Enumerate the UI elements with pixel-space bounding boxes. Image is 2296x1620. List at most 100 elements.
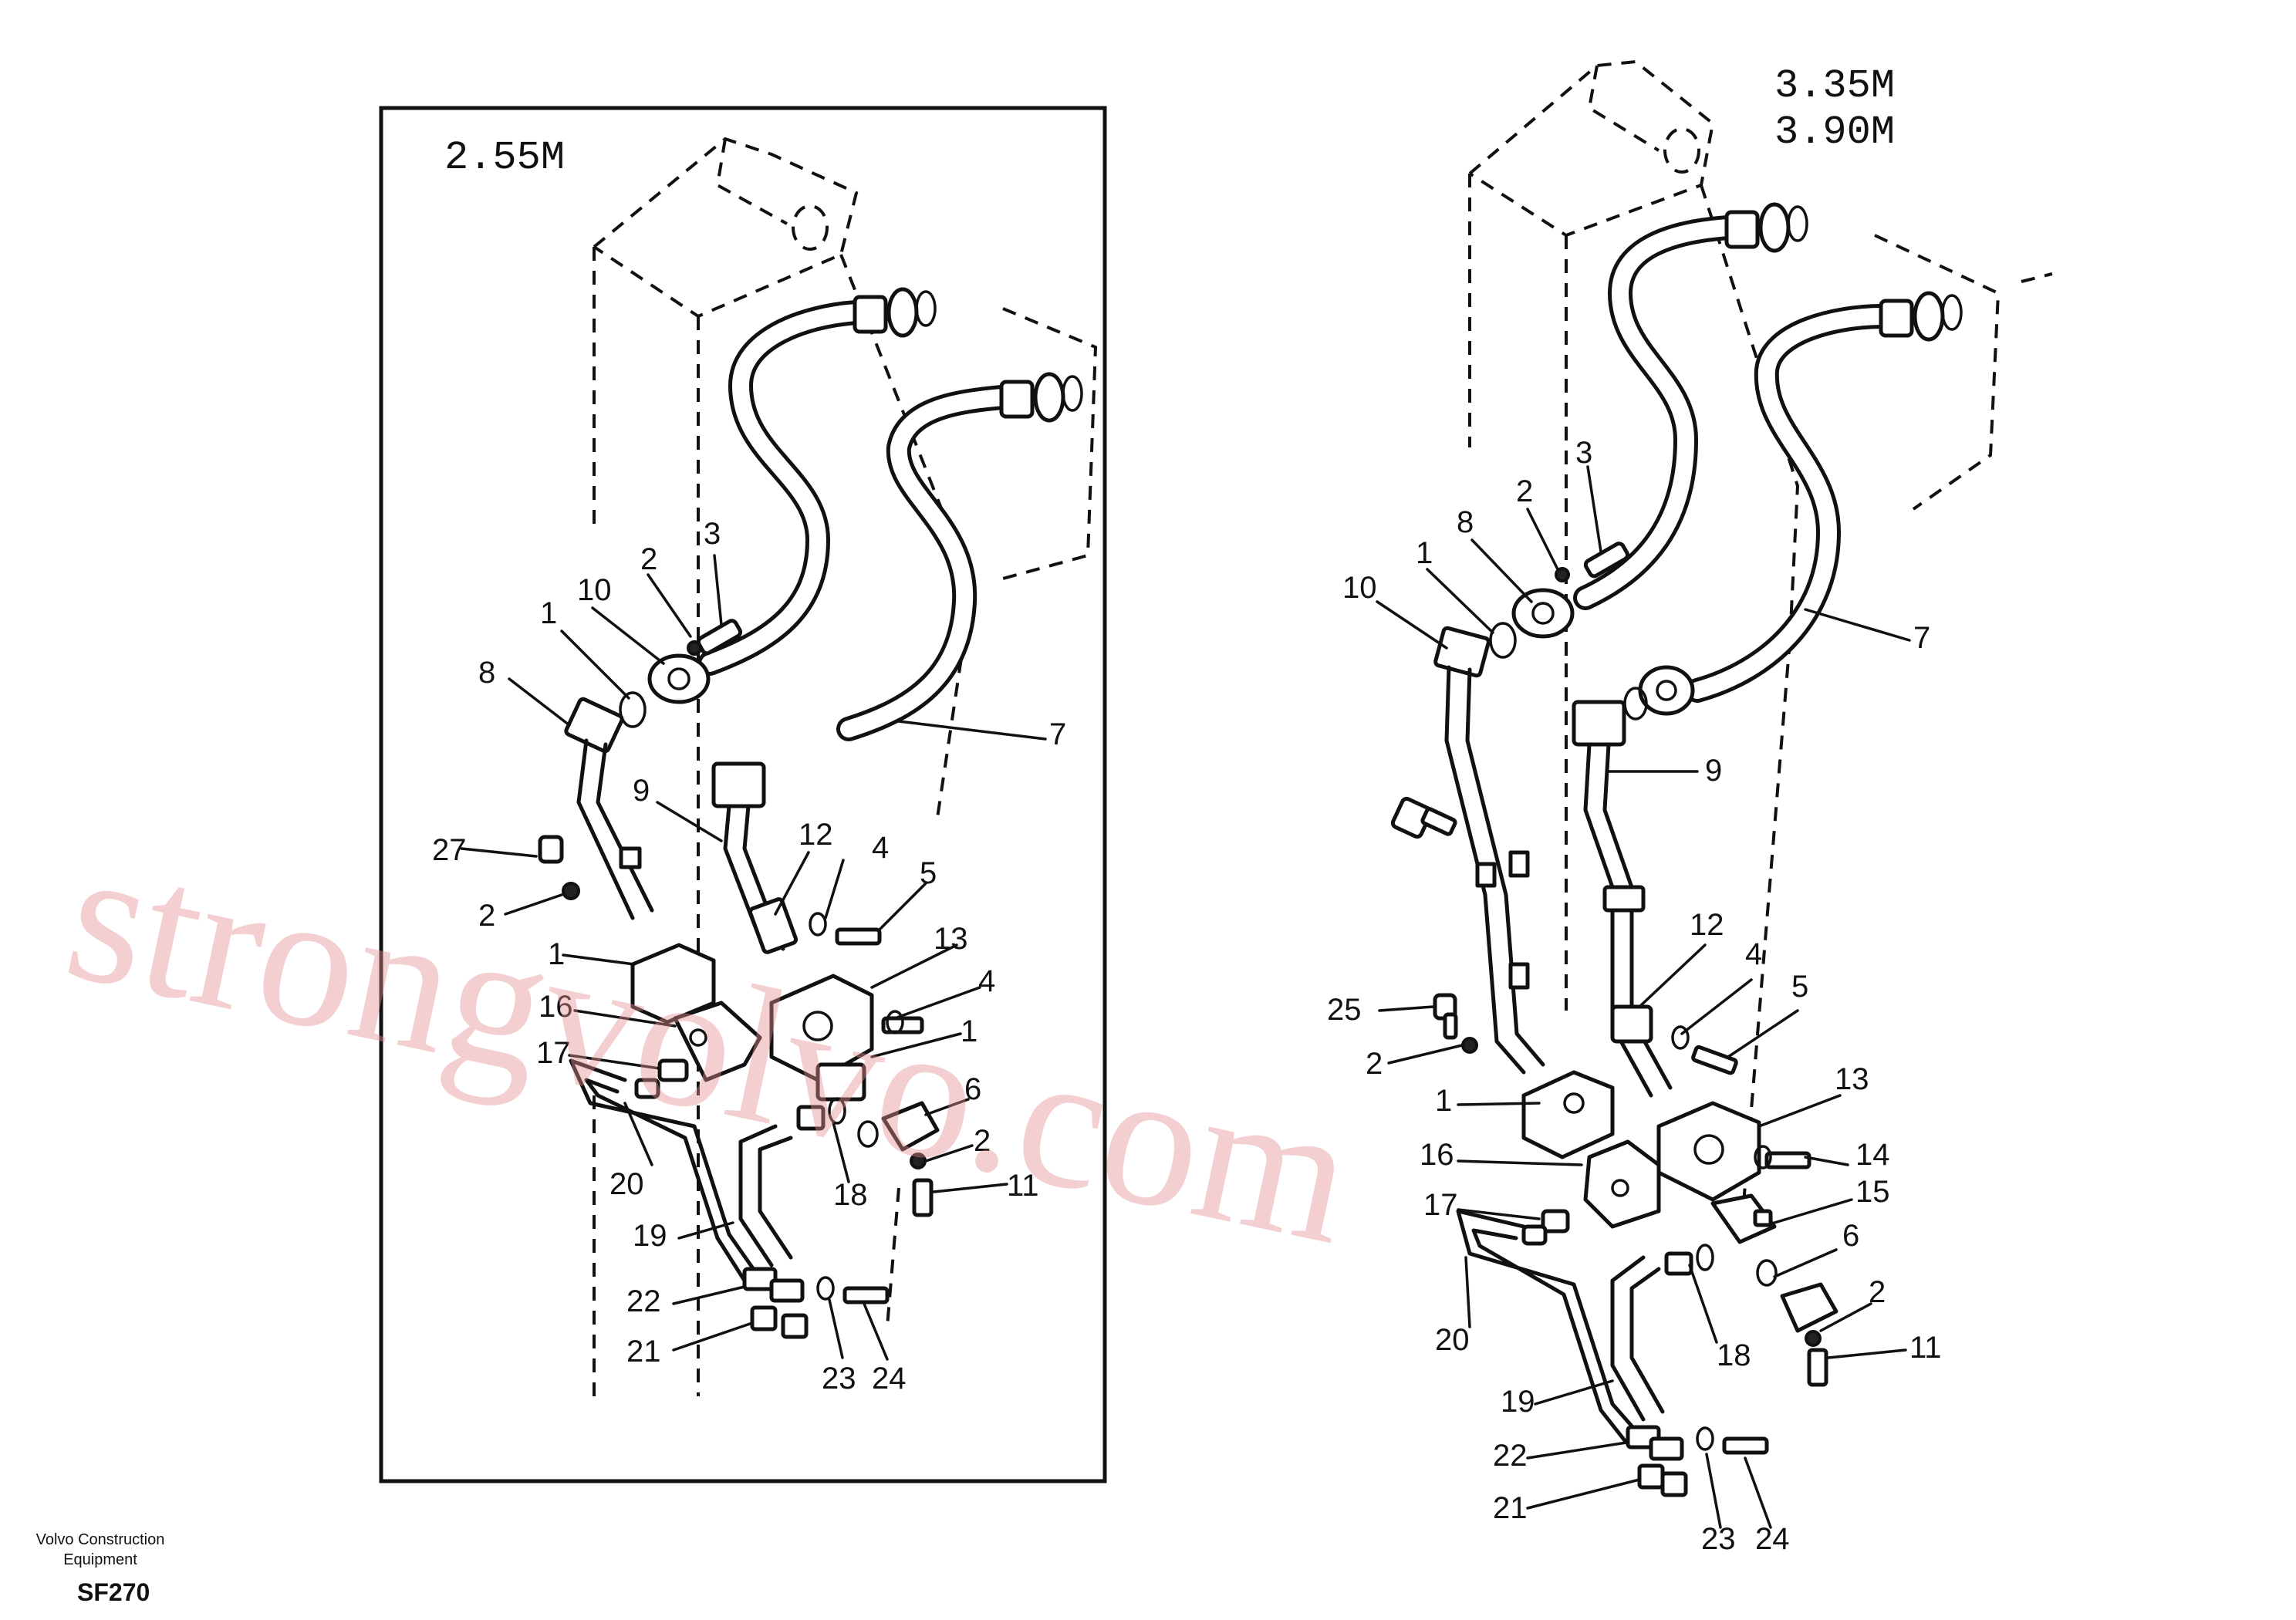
right-block-16 (1521, 1070, 1661, 1229)
callout: 1 (1416, 536, 1433, 570)
callout: 20 (609, 1167, 644, 1201)
left-view: 2.55M (379, 106, 1107, 1483)
callout: 21 (1493, 1491, 1528, 1525)
callout: 9 (633, 774, 650, 808)
left-top-flange-b (999, 372, 1083, 423)
callout: 14 (1855, 1138, 1890, 1172)
callout: 1 (1435, 1084, 1452, 1118)
callout: 1 (540, 596, 557, 630)
right-hose-lower (1685, 304, 1895, 703)
left-split-flange-8 (619, 619, 743, 728)
left-bottom-fittings (742, 1267, 890, 1339)
callout: 2 (974, 1124, 991, 1158)
callout: 8 (1457, 505, 1474, 539)
callout: 11 (1909, 1331, 1942, 1365)
callout: 15 (1855, 1175, 1890, 1209)
callout: 5 (1791, 970, 1808, 1004)
left-view-title: 2.55M (444, 135, 565, 181)
callout: 7 (1913, 621, 1930, 655)
callout: 2 (1366, 1047, 1383, 1081)
right-fitting-17 (1521, 1209, 1570, 1246)
left-clamp-12 (748, 897, 882, 954)
callout: 23 (1701, 1522, 1736, 1556)
right-flange-6 (1756, 1259, 1838, 1387)
right-split-flange-8 (1489, 542, 1630, 659)
right-pipe-19 (1610, 1244, 1714, 1422)
callout: 24 (872, 1362, 907, 1396)
brand-line-1: Volvo Construction (36, 1531, 165, 1548)
diagram-code: SF270 (77, 1578, 150, 1606)
right-clamp-12 (1610, 1004, 1738, 1075)
callout: 11 (1007, 1169, 1039, 1203)
callout: 1 (961, 1014, 977, 1048)
callout: 21 (626, 1335, 661, 1369)
callout: 19 (633, 1219, 667, 1253)
callout: 3 (704, 517, 721, 551)
callout: 17 (1423, 1188, 1458, 1222)
right-cap-25 (1433, 993, 1478, 1054)
right-leader-lines (1376, 465, 1911, 1529)
callout: 25 (1327, 993, 1362, 1027)
callout: 4 (978, 964, 995, 998)
callout: 2 (1869, 1275, 1886, 1309)
callout: 23 (822, 1362, 856, 1396)
left-pipe-19 (738, 1097, 846, 1267)
left-pipe-20 (569, 1058, 758, 1283)
callout: 5 (920, 856, 937, 890)
left-flange-6 (857, 1101, 940, 1217)
callout: 27 (432, 833, 467, 867)
callout: 13 (934, 922, 968, 956)
callout: 16 (1420, 1138, 1454, 1172)
callout: 1 (548, 937, 565, 971)
callout: 18 (833, 1178, 868, 1212)
callout: 9 (1705, 754, 1722, 788)
callout: 10 (1342, 571, 1377, 605)
callout: 12 (1690, 908, 1724, 942)
left-elbow-10 (564, 697, 654, 920)
left-block-13 (769, 974, 924, 1102)
callout: 7 (1049, 717, 1066, 751)
left-fitting-17 (634, 1058, 689, 1099)
callout: 10 (577, 573, 612, 607)
right-view-title-1: 3.35M (1774, 63, 1895, 109)
right-top-flange-a (1724, 202, 1808, 253)
callout: 4 (1745, 937, 1762, 971)
left-block-16 (630, 943, 762, 1082)
right-bottom-fittings (1626, 1425, 1769, 1497)
right-view-title-2: 3.90M (1774, 110, 1895, 155)
callout: 19 (1501, 1385, 1535, 1419)
left-callouts: 1 10 2 3 8 9 7 27 2 12 4 5 1 13 4 1 16 1… (432, 517, 1066, 1396)
callout: 4 (872, 831, 889, 865)
callout: 22 (1493, 1439, 1528, 1473)
right-elbow-9 (1572, 700, 1673, 1098)
left-hose-upper (697, 300, 869, 676)
left-hose-lower (836, 385, 1015, 741)
left-view-frame (379, 106, 1107, 1483)
brand-line-2: Equipment (63, 1551, 137, 1568)
callout: 2 (1516, 474, 1533, 508)
right-top-flange-b (1879, 291, 1963, 342)
callout: 16 (539, 990, 573, 1024)
callout: 22 (626, 1284, 661, 1318)
callout: 20 (1435, 1323, 1470, 1357)
right-lower-hose-flange (1623, 665, 1695, 721)
left-top-flange-a (853, 287, 937, 338)
right-block-13 (1656, 1101, 1811, 1244)
callout: 18 (1717, 1338, 1751, 1372)
right-loose-bolt (1390, 796, 1457, 839)
right-view: 3.35M 3.90M (1327, 59, 2053, 1556)
callout: 3 (1575, 436, 1592, 470)
callout: 8 (478, 656, 495, 690)
left-boom-outline (593, 137, 1098, 1396)
right-elbow-10 (1433, 626, 1545, 1075)
right-pipe-20 (1456, 1209, 1642, 1445)
callout: 12 (799, 818, 833, 852)
left-cap-27 (538, 835, 580, 900)
left-leader-lines (460, 554, 1047, 1361)
callout: 24 (1755, 1522, 1790, 1556)
right-callouts: 3 2 8 1 10 7 9 12 4 5 25 2 1 13 14 16 15… (1327, 436, 1942, 1556)
callout: 13 (1835, 1062, 1869, 1096)
callout: 6 (964, 1072, 981, 1106)
callout: 6 (1842, 1219, 1859, 1253)
